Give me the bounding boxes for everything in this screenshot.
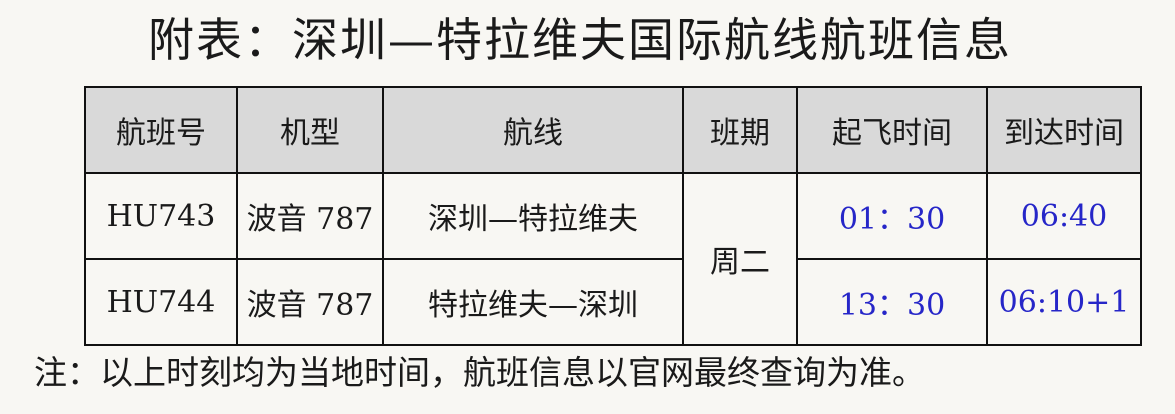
cell-aircraft: 波音 787 bbox=[236, 258, 384, 346]
header-flight-no: 航班号 bbox=[84, 86, 238, 174]
table-row: HU743 波音 787 深圳—特拉维夫 周二 01：30 06:40 bbox=[84, 172, 1142, 346]
header-schedule: 班期 bbox=[682, 86, 798, 174]
cell-route: 深圳—特拉维夫 bbox=[382, 172, 684, 260]
cell-departure: 13：30 bbox=[796, 258, 988, 346]
header-arrival: 到达时间 bbox=[986, 86, 1142, 174]
cell-departure: 01：30 bbox=[796, 172, 988, 260]
page-title: 附表：深圳—特拉维夫国际航线航班信息 bbox=[148, 13, 1012, 67]
cell-schedule: 周二 bbox=[682, 172, 798, 346]
cell-flight-no: HU743 bbox=[84, 172, 238, 260]
cell-aircraft: 波音 787 bbox=[236, 172, 384, 260]
cell-arrival: 06:10+1 bbox=[986, 258, 1142, 346]
table-row: HU744 波音 787 特拉维夫—深圳 13：30 06:10+1 bbox=[84, 258, 1142, 346]
header-aircraft: 机型 bbox=[236, 86, 384, 174]
cell-arrival: 06:40 bbox=[986, 172, 1142, 260]
header-route: 航线 bbox=[382, 86, 684, 174]
cell-flight-no: HU744 bbox=[84, 258, 238, 346]
header-departure: 起飞时间 bbox=[796, 86, 988, 174]
table-header-row: 航班号 机型 航线 班期 起飞时间 到达时间 bbox=[84, 86, 1142, 174]
flight-table: 航班号 机型 航线 班期 起飞时间 到达时间 HU743 波音 787 深圳—特… bbox=[84, 86, 1142, 346]
footnote: 注：以上时刻均为当地时间，航班信息以官网最终查询为准。 bbox=[34, 353, 925, 392]
cell-route: 特拉维夫—深圳 bbox=[382, 258, 684, 346]
